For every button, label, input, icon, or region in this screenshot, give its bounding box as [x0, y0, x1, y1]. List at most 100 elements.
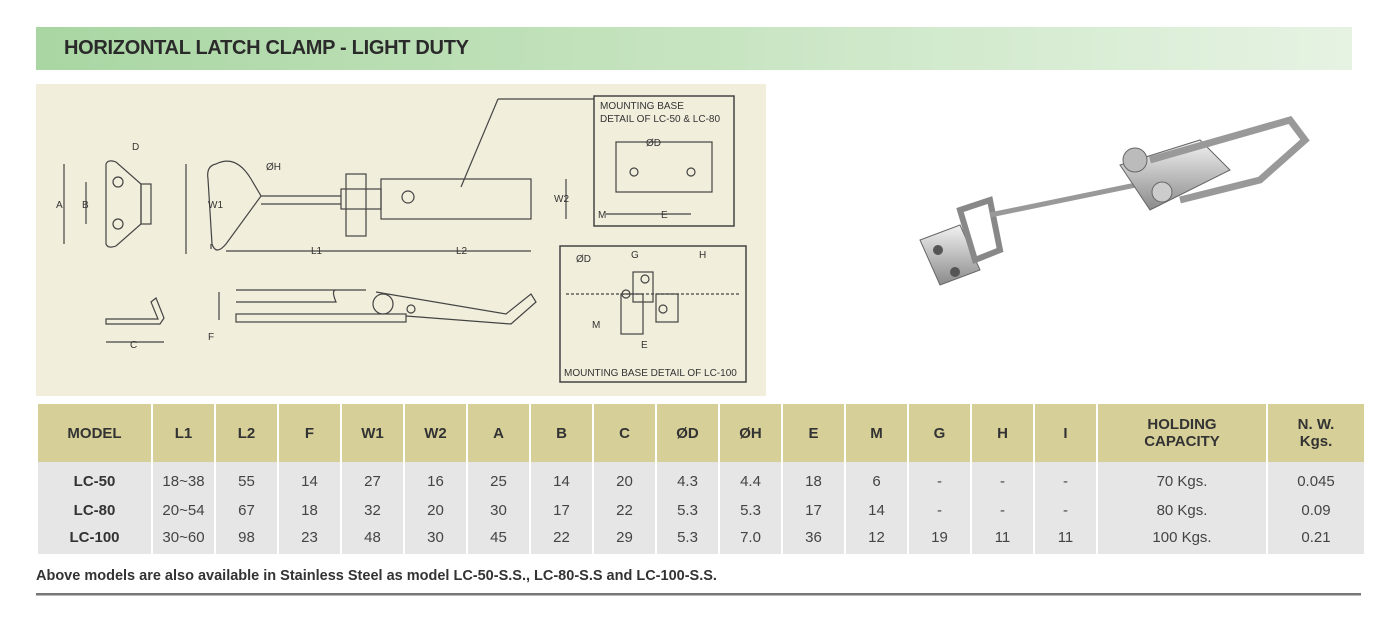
table-cell: 45 [468, 525, 529, 554]
table-cell: 4.4 [720, 462, 781, 495]
table-cell: 5.3 [657, 495, 718, 525]
column-header: ØH [720, 404, 781, 462]
table-cell: 0.09 [1268, 495, 1364, 525]
table-cell: 20 [405, 495, 466, 525]
table-cell: 17 [531, 495, 592, 525]
table-cell: - [909, 495, 970, 525]
drawing-label: L1 [311, 246, 323, 257]
table-cell: 0.21 [1268, 525, 1364, 554]
drawing-label: A [56, 200, 63, 211]
column-header: C [594, 404, 655, 462]
drawing-label: W1 [208, 200, 223, 211]
table-cell: 12 [846, 525, 907, 554]
table-cell: 30 [468, 495, 529, 525]
table-cell: 14 [846, 495, 907, 525]
drawing-label: L2 [456, 246, 468, 257]
table-cell: 30~60 [153, 525, 214, 554]
drawing-label: ØH [266, 162, 281, 173]
drawing-label: MOUNTING BASE [600, 101, 684, 112]
column-header: HOLDING CAPACITY [1098, 404, 1266, 462]
table-cell: 4.3 [657, 462, 718, 495]
drawing-label: MOUNTING BASE DETAIL OF LC-100 [564, 368, 737, 379]
column-header: A [468, 404, 529, 462]
table-cell: 19 [909, 525, 970, 554]
table-cell: 14 [279, 462, 340, 495]
table-cell: 67 [216, 495, 277, 525]
table-cell: 80 Kgs. [1098, 495, 1266, 525]
table-cell: - [909, 462, 970, 495]
table-cell: 18 [783, 462, 844, 495]
drawing-label: C [130, 340, 137, 351]
table-cell: 23 [279, 525, 340, 554]
drawing-label: H [699, 250, 706, 261]
column-header: M [846, 404, 907, 462]
table-cell: 17 [783, 495, 844, 525]
column-header: F [279, 404, 340, 462]
table-cell: 98 [216, 525, 277, 554]
column-header: B [531, 404, 592, 462]
title-banner: HORIZONTAL LATCH CLAMP - LIGHT DUTY [36, 27, 1352, 70]
table-cell: 22 [594, 495, 655, 525]
column-header: W2 [405, 404, 466, 462]
table-cell: 70 Kgs. [1098, 462, 1266, 495]
table-cell: 100 Kgs. [1098, 525, 1266, 554]
table-cell: 36 [783, 525, 844, 554]
drawing-label: G [631, 250, 639, 261]
column-header: I [1035, 404, 1096, 462]
table-cell: 5.3 [657, 525, 718, 554]
column-header: ØD [657, 404, 718, 462]
column-header: N. W. Kgs. [1268, 404, 1364, 462]
table-cell: 7.0 [720, 525, 781, 554]
table-cell: 18~38 [153, 462, 214, 495]
table-cell: 20~54 [153, 495, 214, 525]
table-cell: - [1035, 495, 1096, 525]
column-header: G [909, 404, 970, 462]
drawing-label: ØD [576, 254, 591, 265]
table-cell: 11 [972, 525, 1033, 554]
table-cell: 55 [216, 462, 277, 495]
table-cell: 22 [531, 525, 592, 554]
page-title: HORIZONTAL LATCH CLAMP - LIGHT DUTY [64, 37, 469, 59]
model-cell: LC-80 [38, 495, 151, 525]
model-cell: LC-100 [38, 525, 151, 554]
table-cell: - [1035, 462, 1096, 495]
table-cell: 29 [594, 525, 655, 554]
product-photo [900, 100, 1320, 310]
table-cell: 48 [342, 525, 403, 554]
table-cell: 16 [405, 462, 466, 495]
drawing-label: M [598, 210, 606, 221]
drawing-label: W2 [554, 194, 569, 205]
table-cell: 30 [405, 525, 466, 554]
table-cell: 5.3 [720, 495, 781, 525]
table-cell: 20 [594, 462, 655, 495]
table-cell: 0.045 [1268, 462, 1364, 495]
column-header: W1 [342, 404, 403, 462]
drawing-label: E [641, 340, 648, 351]
technical-drawing: A B D W1 W2 ØH L1 L2 F C MOUNTING BASE D… [36, 84, 766, 396]
drawing-label: B [82, 200, 89, 211]
model-cell: LC-50 [38, 462, 151, 495]
table-cell: - [972, 462, 1033, 495]
drawing-label: M [592, 320, 600, 331]
table-cell: - [972, 495, 1033, 525]
column-header: L1 [153, 404, 214, 462]
drawing-label: E [661, 210, 668, 221]
column-header: H [972, 404, 1033, 462]
drawing-label: ØD [646, 138, 661, 149]
table-cell: 25 [468, 462, 529, 495]
column-header: L2 [216, 404, 277, 462]
table-cell: 32 [342, 495, 403, 525]
drawing-label: F [208, 332, 214, 343]
drawing-label: DETAIL OF LC-50 & LC-80 [600, 114, 720, 125]
stainless-steel-note: Above models are also available in Stain… [36, 568, 717, 584]
drawing-label: D [132, 142, 139, 153]
divider [36, 593, 1361, 596]
table-cell: 18 [279, 495, 340, 525]
column-header: MODEL [38, 404, 151, 462]
table-cell: 14 [531, 462, 592, 495]
